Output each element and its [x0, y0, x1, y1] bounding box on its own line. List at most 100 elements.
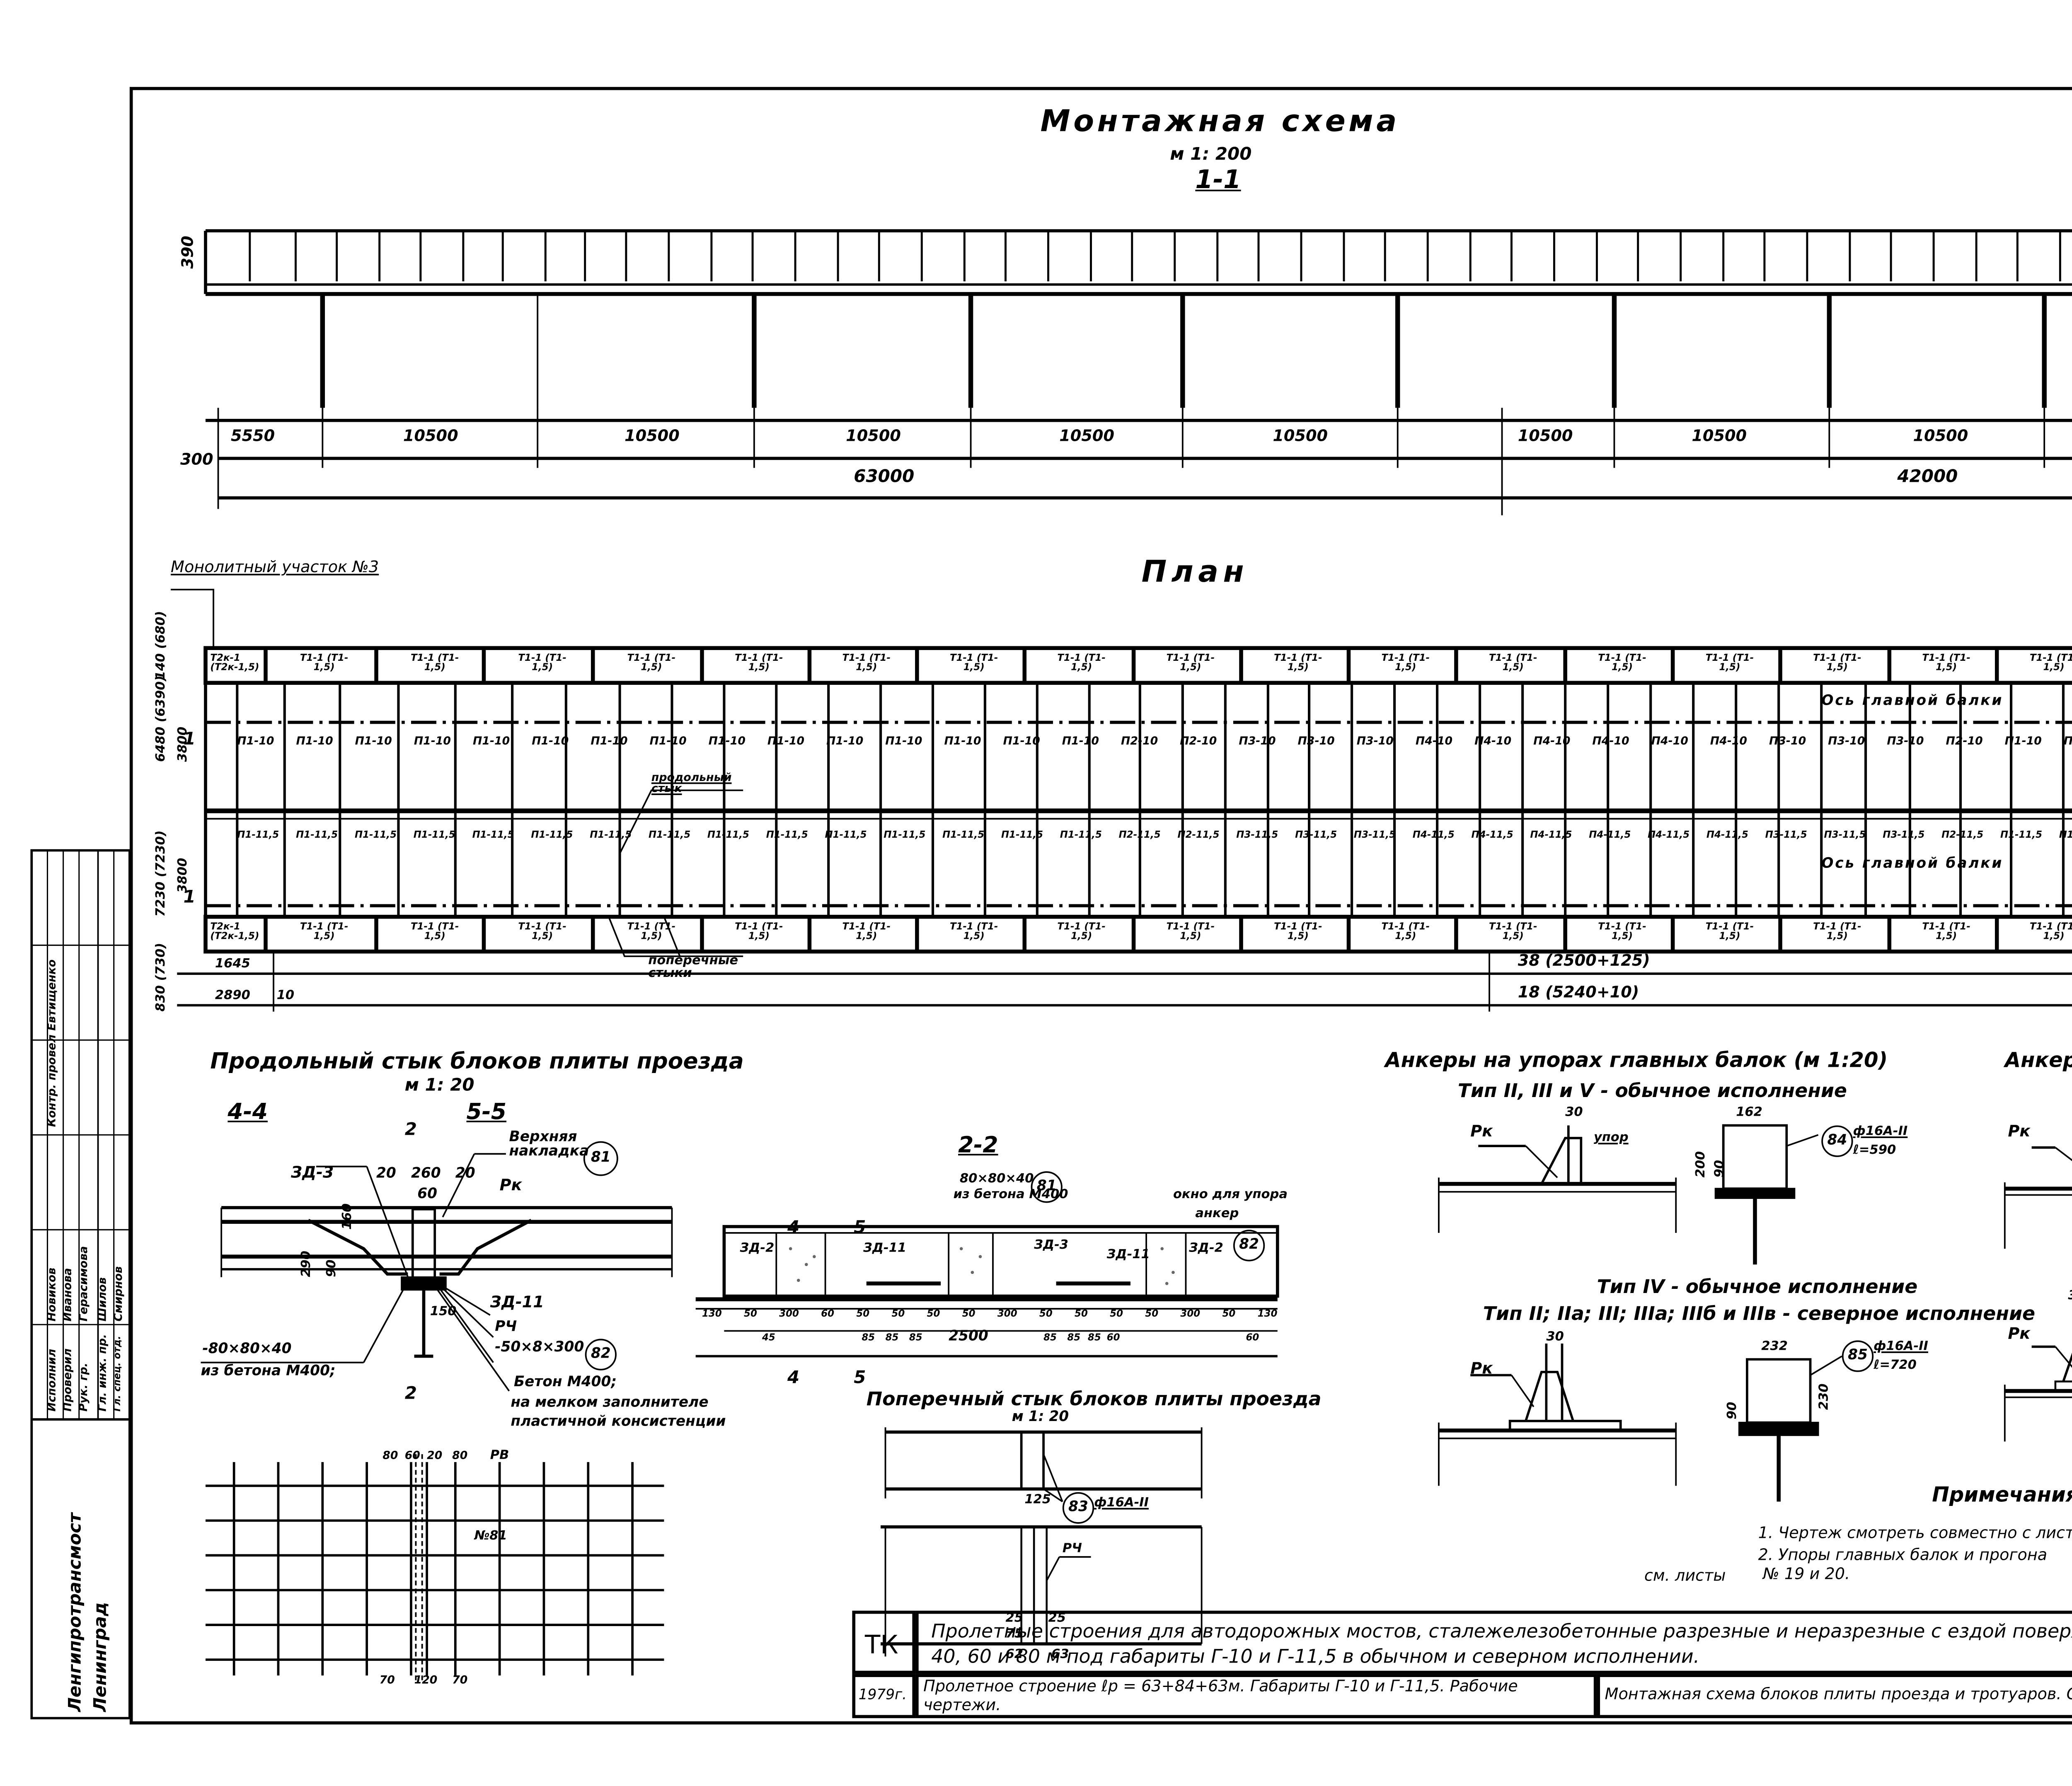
dim-value: 85 — [909, 1332, 922, 1344]
slab-label: П3-11,5 — [1236, 830, 1278, 841]
stamp-role: Рук. гр. — [77, 1363, 90, 1412]
slab-label: П1-10 — [355, 735, 392, 748]
anchors-main-title: Анкеры на упорах главных балок (м 1:20) — [1385, 1049, 1888, 1073]
sidewalk-label-first: Т2к-1 (Т2к-1,5) — [210, 653, 259, 674]
top-plate-label: Верхняя накладка — [509, 1130, 589, 1160]
trans-dim-125: 125 — [1024, 1492, 1051, 1506]
stamp-extra: Контр. провел Евтищенко — [46, 959, 59, 1127]
trans-rebar: ф16А-II — [1094, 1495, 1149, 1510]
sidewalk-label: Т1-1 (Т1-1,5) — [2029, 653, 2072, 674]
slab-label: П3-10 — [1297, 735, 1335, 748]
s22-callout-81: 81 — [1031, 1171, 1063, 1203]
s22-zd11-left: ЗД-11 — [863, 1241, 907, 1255]
plate-label: -50×8×300 — [495, 1340, 584, 1356]
sidewalk-label: Т1-1 (Т1-1,5) — [300, 653, 349, 674]
concrete-label-2: на мелком заполнителе — [511, 1395, 709, 1412]
s22-zd2-left: ЗД-2 — [740, 1241, 775, 1255]
dim-value: 60 — [1246, 1332, 1259, 1344]
slab-label: П4-10 — [1533, 735, 1571, 748]
slab-label: П3-11,5 — [1824, 830, 1866, 841]
sidewalk-label: Т1-1 (Т1-1,5) — [1057, 653, 1106, 674]
am-d2-len: ℓ=720 — [1874, 1358, 1917, 1372]
plan-row-p115: П1-11,5 П1-11,5 П1-11,5 П1-11,5 П1-11,5 … — [237, 831, 2072, 851]
slab-label: П4-11,5 — [1589, 830, 1631, 841]
dim-value: 50 — [856, 1309, 870, 1320]
slab-label: П1-10 — [2004, 735, 2042, 748]
long-joint-scale: м 1: 20 — [404, 1075, 474, 1096]
dim-20b: 20 — [455, 1166, 475, 1182]
sidewalk-label-first: Т2к-1 (Т2к-1,5) — [210, 921, 259, 942]
zd11-label: ЗД-11 — [490, 1294, 544, 1312]
slab-label: П1-10 — [708, 735, 746, 748]
slab-label: П1-11,5 — [590, 830, 632, 841]
slab-label: П1-10 — [2063, 735, 2072, 748]
slab-label: П2-11,5 — [1941, 830, 1984, 841]
monolith-label: Монолитный участок №3 — [171, 559, 379, 577]
stamp-org: Ленгипротрансмост Ленинград — [65, 1513, 111, 1712]
dim-value: 10500 — [625, 428, 680, 446]
anchors-purlin-title: Анкеры на упорах прогона (м 1:20) — [2004, 1049, 2072, 1073]
sidewalk-label: Т1-1 (Т1-1,5) — [410, 921, 459, 942]
trans-joint-scale: м 1: 20 — [1012, 1410, 1069, 1426]
sidewalk-label: Т1-1 (Т1-1,5) — [1381, 921, 1430, 942]
am-d1-rebar: ф16А-II — [1853, 1124, 1908, 1138]
slab-label: П1-10 — [532, 735, 569, 748]
sidewalk-label: Т1-1 (Т1-1,5) — [1813, 921, 1861, 942]
concrete-label-3: пластичной консистенции — [511, 1414, 726, 1431]
slab-label: П3-11,5 — [1883, 830, 1925, 841]
callout-85: 85 — [1842, 1340, 1874, 1372]
trans-dim-63: 63 — [1051, 1647, 1069, 1661]
transverse-joints-label: поперечные стыки — [648, 953, 738, 980]
year: 1979г. — [858, 1688, 907, 1704]
dim-value: 5550 — [231, 428, 275, 446]
dim-value: 300 — [1180, 1309, 1201, 1320]
dim-2500: 2500 — [949, 1329, 988, 1345]
slab-label: П3-10 — [1769, 735, 1806, 748]
dim-value: 50 — [927, 1309, 940, 1320]
slab-label: П1-10 — [649, 735, 687, 748]
mark-2-bottom: 2 — [404, 1383, 417, 1404]
slab-label: П2-11,5 — [1118, 830, 1161, 841]
section-mark-1-left-b: 1 — [183, 887, 196, 907]
anchor-label: анкер — [1195, 1206, 1239, 1220]
slab-label: П3-10 — [1239, 735, 1276, 748]
dim-value: 130 — [1257, 1309, 1278, 1320]
dim-value: 85 — [885, 1332, 899, 1344]
slab-label: П1-11,5 — [531, 830, 573, 841]
slab-label: П2-10 — [1180, 735, 1217, 748]
sidewalk-label: Т1-1 (Т1-1,5) — [1166, 653, 1215, 674]
dim-20a: 20 — [376, 1166, 396, 1182]
dim-value: 85 — [1087, 1332, 1101, 1344]
mesh-dim: 20 — [427, 1449, 443, 1462]
sidewalk-label: Т1-1 (Т1-1,5) — [1598, 653, 1646, 674]
slab-label: П4-11,5 — [1412, 830, 1455, 841]
slab-label: П1-10 — [1062, 735, 1099, 748]
stamp-role: Проверил — [61, 1348, 75, 1412]
sidewalk-label: Т1-1 (Т1-1,5) — [1489, 653, 1537, 674]
dim-value: 10500 — [1518, 428, 1573, 446]
slab-label: П4-10 — [1415, 735, 1453, 748]
subtitle-cell: Пролетное строение ℓр = 63+84+63м. Габар… — [915, 1674, 1597, 1718]
plan-span-1: 38 (2500+125) — [1518, 953, 1650, 971]
am-d1-30: 30 — [1565, 1104, 1583, 1119]
dim-offset: 300 — [180, 452, 213, 470]
slab-label: П1-11,5 — [472, 830, 514, 841]
sidewalk-label: Т1-1 (Т1-1,5) — [735, 921, 783, 942]
block-material-label: из бетона М400; — [201, 1364, 336, 1380]
stamp-name: Шилов — [96, 1277, 109, 1322]
dim-value: 10500 — [846, 428, 901, 446]
sidewalk-label: Т1-1 (Т1-1,5) — [949, 653, 998, 674]
main-frame — [129, 87, 2072, 1725]
dim-value: 10500 — [403, 428, 458, 446]
mesh-bottom-dim: 120 — [414, 1674, 438, 1687]
mark-5-bottom: 5 — [854, 1367, 866, 1388]
dim-value: 85 — [1067, 1332, 1081, 1344]
slab-label: П1-11,5 — [2000, 830, 2043, 841]
rch-label: РЧ — [495, 1320, 517, 1336]
am-d1-len: ℓ=590 — [1853, 1143, 1896, 1157]
sidewalk-label: Т1-1 (Т1-1,5) — [1381, 653, 1430, 674]
